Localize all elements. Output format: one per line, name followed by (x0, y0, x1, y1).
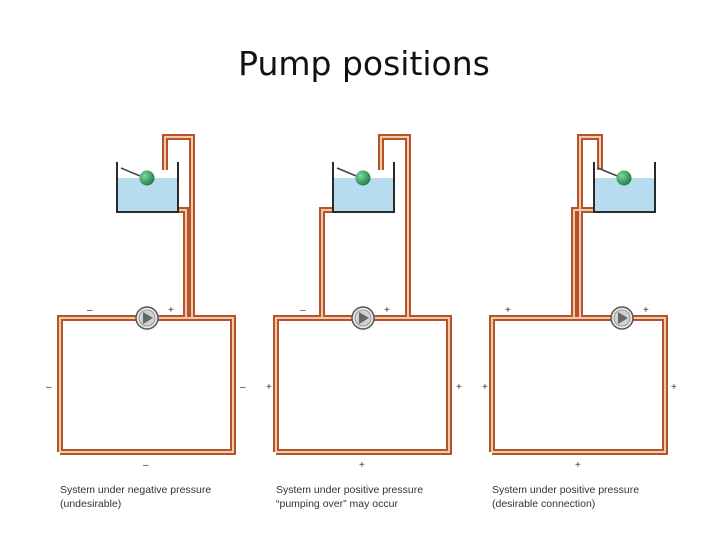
sign-right-side: + (671, 382, 677, 393)
float-ball-icon (616, 170, 632, 186)
sign-pump-left: – (300, 305, 306, 316)
caption-line-1: System under negative pressure (60, 484, 211, 496)
float-ball-icon (355, 170, 371, 186)
caption-line-1: System under positive pressure (276, 484, 423, 496)
page-title: Pump positions (238, 44, 490, 83)
sign-left-side: – (46, 382, 52, 393)
expansion-tank (332, 162, 395, 213)
panel-1: – + – – – System under negative pressure… (46, 134, 246, 510)
panel-2: – + + + + System under positive pressure… (266, 134, 462, 510)
caption-line-2: “pumping over” may occur (276, 498, 398, 510)
sign-pump-left: + (505, 305, 511, 316)
caption-line-1: System under positive pressure (492, 484, 639, 496)
pump-icon (135, 306, 159, 330)
sign-left-side: + (266, 382, 272, 393)
sign-bottom: + (359, 460, 365, 471)
sign-right-side: + (456, 382, 462, 393)
expansion-tank (116, 162, 179, 213)
sign-pump-right: + (168, 305, 174, 316)
pump-icon (610, 306, 634, 330)
sign-left-side: + (482, 382, 488, 393)
panel-3: + + + + + System under positive pressure… (482, 134, 677, 510)
caption-line-2: (undesirable) (60, 498, 121, 510)
sign-bottom: + (575, 460, 581, 471)
sign-right-side: – (240, 382, 246, 393)
sign-pump-left: – (87, 305, 93, 316)
sign-pump-right: + (384, 305, 390, 316)
pump-icon (351, 306, 375, 330)
expansion-tank (593, 162, 656, 213)
sign-bottom: – (143, 460, 149, 471)
caption-line-2: (desirable connection) (492, 498, 595, 510)
float-ball-icon (139, 170, 155, 186)
sign-pump-right: + (643, 305, 649, 316)
